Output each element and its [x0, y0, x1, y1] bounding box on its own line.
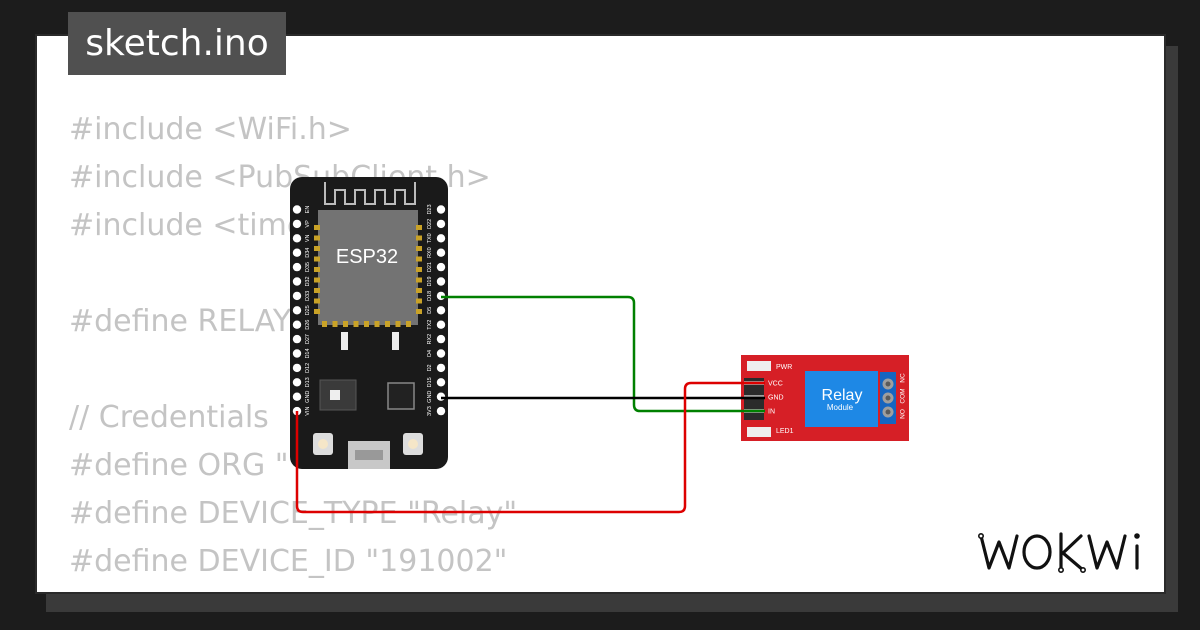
- esp32-pin-label: EN: [305, 206, 311, 214]
- esp32-pin-d14[interactable]: [292, 349, 302, 358]
- esp32-pin-d4[interactable]: [436, 349, 446, 358]
- relay-block: [805, 371, 878, 427]
- code-line: #include <WiFi.h>: [69, 112, 352, 147]
- esp32-pin-d12[interactable]: [292, 363, 302, 373]
- terminal-label: NO: [900, 409, 907, 419]
- esp32-pin-label: TX2: [427, 320, 433, 330]
- esp32-pin-label: D25: [305, 305, 311, 315]
- esp32-pin-label: D14: [305, 348, 311, 358]
- esp32-pin-d23[interactable]: [436, 205, 446, 214]
- esp32-pin-d33[interactable]: [292, 291, 302, 301]
- esp32-pin-label: RX0: [427, 247, 433, 258]
- code-line: #define RELAY_: [69, 304, 307, 339]
- esp32-pin-d25[interactable]: [292, 306, 302, 315]
- esp32-pin-d21[interactable]: [436, 262, 446, 272]
- esp32-pin-d32[interactable]: [292, 277, 302, 286]
- esp32-pin-label: RX2: [427, 334, 433, 345]
- esp32-board[interactable]: ESP32 ENVPVND34D35D32D33D25D26D27D14D12D…: [290, 177, 448, 469]
- file-tab[interactable]: sketch.ino: [68, 12, 286, 75]
- power-wire[interactable]: [295, 381, 765, 514]
- esp32-pin-label: D4: [427, 350, 433, 357]
- esp32-pin-label: D21: [427, 262, 433, 272]
- esp32-pin-label: D18: [427, 291, 433, 301]
- esp32-pin-label: VN: [305, 234, 311, 242]
- esp32-pin-d27[interactable]: [292, 334, 302, 344]
- relay-pin-label: GND: [768, 395, 784, 402]
- esp32-pin-d15[interactable]: [436, 378, 446, 387]
- esp32-pin-label: 3V3: [427, 406, 433, 416]
- esp32-pin-label: D15: [427, 377, 433, 387]
- signal-wire[interactable]: [441, 295, 765, 413]
- esp32-pin-label: D34: [305, 248, 311, 258]
- esp32-pin-vp[interactable]: [292, 219, 302, 229]
- esp32-pin-label: D5: [427, 307, 433, 314]
- led1-label: LED1: [776, 428, 794, 435]
- esp32-pin-label: D19: [427, 276, 433, 286]
- relay-pin-label: IN: [768, 409, 775, 416]
- code-preview: #include <WiFi.h>#include <PubSubClient.…: [69, 106, 517, 592]
- esp32-pin-label: TX0: [427, 233, 433, 243]
- esp32-pin-label: VP: [305, 220, 311, 228]
- esp32-pin-d26[interactable]: [292, 320, 302, 329]
- esp32-pin-en[interactable]: [292, 205, 302, 214]
- esp32-pin-label: D22: [427, 219, 433, 229]
- code-line: // Credentials: [69, 400, 269, 435]
- esp32-pin-vn[interactable]: [292, 234, 302, 243]
- esp32-pin-gnd[interactable]: [436, 392, 446, 401]
- esp32-pin-label: D12: [305, 363, 311, 373]
- esp32-pin-3v3[interactable]: [436, 406, 446, 416]
- esp32-label: ESP32: [336, 246, 398, 268]
- esp32-pin-d34[interactable]: [292, 248, 302, 257]
- esp32-pin-label: D13: [305, 377, 311, 387]
- esp32-pin-label: D23: [427, 204, 433, 214]
- relay-pin-label: VCC: [768, 381, 783, 388]
- esp32-pin-gnd[interactable]: [292, 392, 302, 401]
- esp32-pin-d19[interactable]: [436, 277, 446, 286]
- esp32-pin-label: D26: [305, 320, 311, 330]
- code-line: #define ORG ": [69, 448, 289, 483]
- terminal-label: COM: [900, 388, 907, 403]
- esp32-pin-label: VIN: [305, 406, 311, 415]
- esp32-pin-label: D27: [305, 334, 311, 344]
- esp32-pin-label: D35: [305, 262, 311, 272]
- esp32-pin-d2[interactable]: [436, 363, 446, 373]
- esp32-pin-d13[interactable]: [292, 378, 302, 387]
- relay-subtitle: Module: [827, 403, 854, 412]
- esp32-pin-d22[interactable]: [436, 219, 446, 229]
- code-preview-card: #include <WiFi.h>#include <PubSubClient.…: [35, 34, 1166, 594]
- relay-title: Relay: [822, 387, 863, 404]
- esp32-pin-label: D2: [427, 364, 433, 371]
- pwr-label: PWR: [776, 364, 792, 371]
- esp32-pin-label: GND: [305, 391, 311, 403]
- esp32-pin-label: D33: [305, 291, 311, 301]
- esp32-pin-d5[interactable]: [436, 306, 446, 315]
- relay-module[interactable]: PWR LED1 VCC GND IN Relay Module NC COM NO: [741, 355, 909, 441]
- esp32-pin-tx2[interactable]: [436, 320, 446, 329]
- wokwi-logo: [977, 532, 1140, 573]
- terminal-label: NC: [900, 373, 907, 383]
- esp32-pin-rx2[interactable]: [436, 334, 446, 344]
- esp32-pin-d35[interactable]: [292, 262, 302, 272]
- esp32-pin-rx0[interactable]: [436, 248, 446, 257]
- code-line: #include <time: [69, 208, 306, 243]
- esp32-pin-label: GND: [427, 391, 433, 403]
- code-line: #define DEVICE_ID "191002": [69, 544, 508, 579]
- esp32-pin-label: D32: [305, 276, 311, 286]
- esp32-pin-tx0[interactable]: [436, 234, 446, 243]
- esp32-chip: [318, 210, 418, 325]
